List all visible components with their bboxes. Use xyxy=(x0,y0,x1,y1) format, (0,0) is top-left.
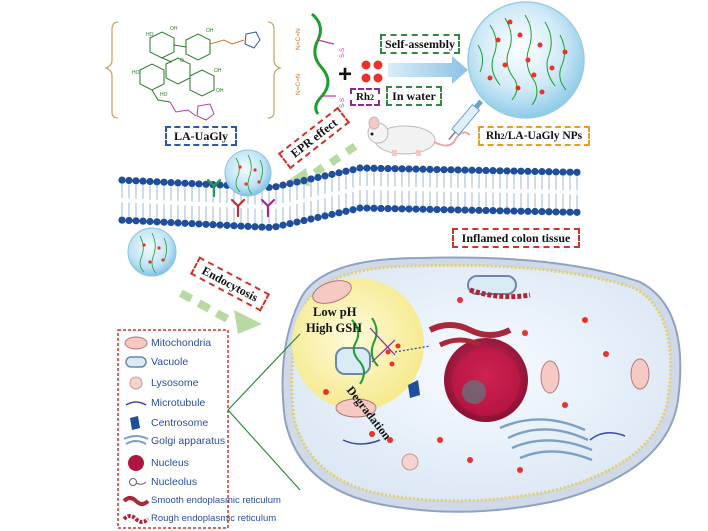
self-assembly-label: Self-assembly xyxy=(385,36,455,51)
la-uagly-label: LA-UaGly xyxy=(174,128,228,143)
legend-item-label: Rough endoplasmic reticulum xyxy=(151,513,277,524)
nps-label-prefix: Rh xyxy=(485,130,501,142)
high-gsh-label: High GSH xyxy=(306,321,362,335)
rough-er-icon xyxy=(122,514,150,524)
self-assembly-label-box: Self-assembly xyxy=(380,34,460,54)
in-water-label: In water xyxy=(392,88,436,103)
svg-text:OH: OH xyxy=(206,28,214,34)
legend-item-label: Centrosome xyxy=(151,417,209,429)
vacuole-icon xyxy=(125,356,147,368)
nucleus-icon xyxy=(128,455,144,471)
nanoparticle-epr xyxy=(224,149,272,197)
golgi-icon xyxy=(123,435,149,445)
ss-link-label-2: S-S xyxy=(340,98,346,108)
in-water-label-box: In water xyxy=(386,86,442,106)
nps-label-subscript: 2 xyxy=(500,131,505,141)
svg-text:OH: OH xyxy=(216,88,224,94)
legend-item-label: Microtubule xyxy=(151,397,206,409)
ss-link-label-1: S-S xyxy=(340,48,346,58)
svg-text:OH: OH xyxy=(214,68,222,74)
polymer-side-label-1: N=C=N xyxy=(295,28,302,50)
legend-item-label: Nucleolus xyxy=(151,476,198,488)
legend-item-label: Golgi apparatus xyxy=(151,435,226,447)
legend-item-label: Nucleus xyxy=(151,457,189,469)
nucleolus-icon xyxy=(129,478,147,486)
la-uagly-label-box: LA-UaGly xyxy=(165,126,237,146)
lysosome-icon xyxy=(129,376,143,390)
rh2-label: Rh xyxy=(355,91,371,103)
mitochondria-icon xyxy=(124,336,148,350)
svg-text:HO: HO xyxy=(146,32,154,38)
lysosome-degradation-zone xyxy=(292,278,431,410)
nanoparticle-endocytosis xyxy=(127,227,177,277)
legend-item-label: Lysosome xyxy=(151,377,199,389)
inflamed-colon-label: Inflamed colon tissue xyxy=(461,230,571,245)
legend-item-label: Smooth endoplasmic reticulum xyxy=(151,495,281,506)
smooth-er-icon xyxy=(122,496,150,506)
svg-text:HO: HO xyxy=(160,92,168,98)
svg-text:O: O xyxy=(180,58,184,64)
rh2-subscript: 2 xyxy=(370,92,375,102)
flow-arrow-to-cell xyxy=(178,289,262,334)
low-ph-label: Low pH xyxy=(313,305,357,319)
self-assembly-arrow xyxy=(388,56,468,84)
rh2-drug-particles xyxy=(360,59,384,84)
structure-atom-labels: HO OH OH HO OH HO O OH xyxy=(132,26,224,98)
legend-item-label: Vacuole xyxy=(151,356,189,368)
svg-text:HO: HO xyxy=(132,70,140,76)
inflamed-colon-label-box: Inflamed colon tissue xyxy=(452,228,580,248)
polymer-side-label-2: N=C=N xyxy=(295,73,302,95)
plus-icon: + xyxy=(338,61,352,88)
polymer-backbone xyxy=(310,12,336,115)
svg-text:OH: OH xyxy=(170,26,178,32)
syringe-icon xyxy=(448,99,483,141)
mouse-illustration xyxy=(367,116,471,156)
centrosome-icon xyxy=(130,416,140,430)
nanoparticle-large xyxy=(467,1,585,119)
la-uagly-structure xyxy=(103,21,283,121)
microtubule-icon xyxy=(125,401,147,406)
nps-label-suffix: /LA-UaGly NPs xyxy=(504,130,583,142)
legend-icons xyxy=(122,336,150,524)
cell-organelles xyxy=(312,275,650,473)
legend-item-label: Mitochondria xyxy=(151,337,212,349)
membrane-receptors xyxy=(206,178,276,218)
cell-membrane-bilayer xyxy=(118,164,581,232)
